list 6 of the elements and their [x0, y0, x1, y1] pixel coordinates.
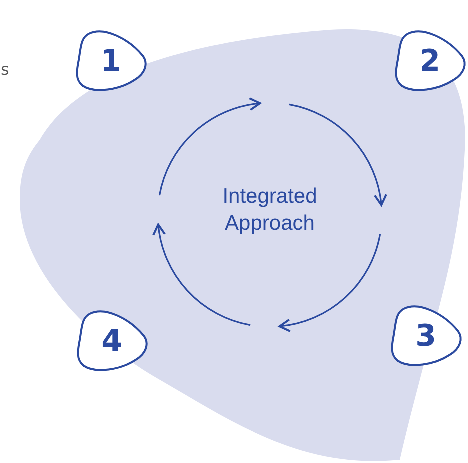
- number-badge: 1: [75, 30, 147, 92]
- center-label: Integrated Approach: [195, 183, 345, 237]
- number-badge: 4: [76, 310, 148, 372]
- number-badge: 2: [394, 30, 466, 92]
- number-badge: 3: [390, 305, 462, 367]
- cut-off-text: s: [1, 60, 10, 79]
